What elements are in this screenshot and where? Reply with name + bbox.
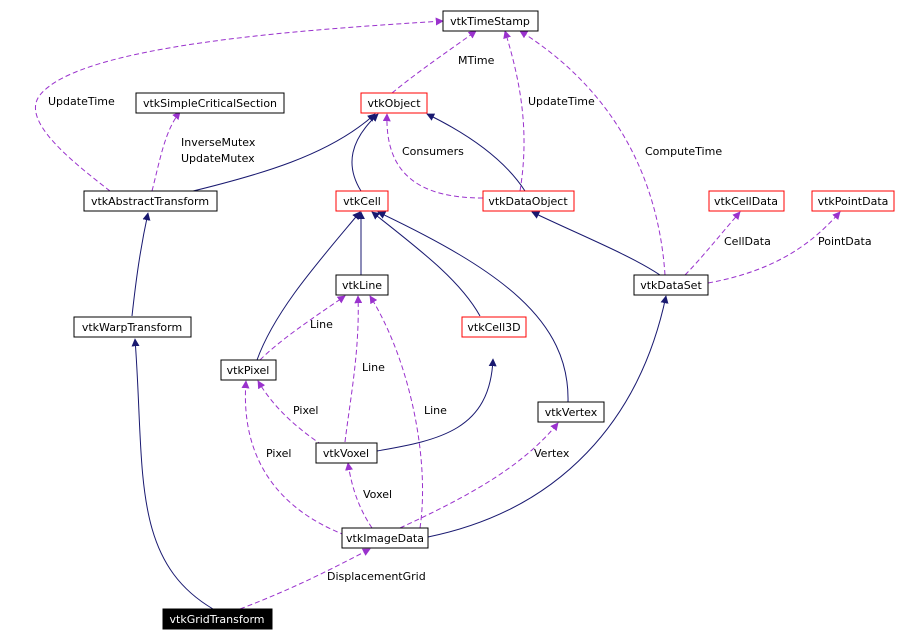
edge-dataset-pointdata	[707, 211, 841, 284]
edge-imagedata-vertex	[399, 422, 559, 529]
edge-label-line-voxel: Line	[362, 361, 385, 374]
edge-label-update-mutex: UpdateMutex	[181, 152, 255, 165]
node-vtkwarptransform[interactable]: vtkWarpTransform	[73, 316, 192, 338]
edge-abstracttransform-mutex-criticalsection	[151, 111, 181, 192]
edge-label-update-time-left: UpdateTime	[48, 95, 115, 108]
svg-text:vtkCell3D: vtkCell3D	[467, 321, 520, 334]
edge-label-pixel-imagedata: Pixel	[266, 447, 291, 460]
svg-text:vtkDataObject: vtkDataObject	[488, 195, 568, 208]
edge-dataobject-to-object	[426, 113, 526, 192]
edge-vertex-to-cell	[377, 211, 569, 403]
edge-label-line-pixel: Line	[310, 318, 333, 331]
svg-text:vtkDataSet: vtkDataSet	[640, 279, 702, 292]
edge-pixel-to-cell	[256, 211, 361, 361]
nodes-layer: vtkTimeStamp vtkSimpleCriticalSection vt…	[73, 10, 895, 630]
node-vtkpixel[interactable]: vtkPixel	[220, 359, 277, 381]
edge-object-mtime-timestamp	[391, 30, 477, 94]
edge-voxel-to-cell3d	[376, 358, 497, 452]
edge-label-displacement-grid: DisplacementGrid	[327, 570, 426, 583]
node-vtkcelldata[interactable]: vtkCellData	[708, 190, 785, 212]
svg-text:vtkTimeStamp: vtkTimeStamp	[450, 15, 530, 28]
edge-abstracttransform-updatetime-timestamp	[34, 17, 444, 192]
edge-label-compute-time: ComputeTime	[645, 145, 722, 158]
svg-text:vtkCellData: vtkCellData	[714, 195, 778, 208]
edge-label-update-time-dataobject: UpdateTime	[528, 95, 595, 108]
node-vtktimestamp[interactable]: vtkTimeStamp	[442, 10, 539, 32]
edge-cell3d-to-cell	[371, 211, 481, 317]
svg-text:vtkCell: vtkCell	[343, 195, 381, 208]
svg-text:vtkVertex: vtkVertex	[545, 406, 598, 419]
node-vtkcell3d[interactable]: vtkCell3D	[461, 316, 527, 338]
svg-text:vtkLine: vtkLine	[342, 279, 382, 292]
node-vtkimagedata[interactable]: vtkImageData	[341, 527, 429, 549]
svg-text:vtkWarpTransform: vtkWarpTransform	[82, 321, 182, 334]
edge-label-consumers: Consumers	[402, 145, 464, 158]
edge-cell-to-object	[351, 113, 379, 192]
node-vtksimplecriticalsection[interactable]: vtkSimpleCriticalSection	[135, 92, 285, 114]
edges-layer	[34, 17, 841, 610]
edge-dataset-to-dataobject	[531, 211, 661, 276]
edge-label-vertex: Vertex	[534, 447, 570, 460]
node-vtkcell[interactable]: vtkCell	[335, 190, 389, 212]
svg-text:vtkVoxel: vtkVoxel	[323, 447, 369, 460]
edge-label-line-imagedata: Line	[424, 404, 447, 417]
svg-text:vtkImageData: vtkImageData	[346, 532, 424, 545]
node-vtkabstracttransform[interactable]: vtkAbstractTransform	[83, 190, 218, 212]
node-vtkobject[interactable]: vtkObject	[360, 92, 428, 114]
edge-label-pixel-voxel: Pixel	[293, 404, 318, 417]
edge-label-inverse-mutex: InverseMutex	[181, 136, 256, 149]
edge-label-cell-data: CellData	[724, 235, 771, 248]
edge-gridtransform-to-warptransform	[131, 338, 214, 610]
edge-label-mtime: MTime	[458, 54, 495, 67]
edge-dataset-computetime-timestamp	[519, 30, 666, 276]
node-vtkvoxel[interactable]: vtkVoxel	[315, 442, 378, 464]
edge-abstracttransform-to-object	[184, 113, 376, 194]
edge-dataobject-updatetime-timestamp	[503, 30, 525, 192]
edge-dataobject-consumers-object	[382, 113, 484, 199]
svg-text:vtkPixel: vtkPixel	[227, 364, 270, 377]
edge-gridtransform-displacementgrid-imagedata	[239, 548, 371, 610]
node-vtkdataobject[interactable]: vtkDataObject	[482, 190, 575, 212]
node-vtkdataset[interactable]: vtkDataSet	[633, 274, 709, 296]
edge-dataset-celldata	[684, 211, 741, 276]
edge-label-point-data: PointData	[818, 235, 872, 248]
node-vtkpointdata[interactable]: vtkPointData	[811, 190, 895, 212]
edge-voxel-line	[344, 295, 363, 443]
edge-imagedata-voxel	[345, 462, 373, 529]
svg-text:vtkSimpleCriticalSection: vtkSimpleCriticalSection	[143, 97, 277, 110]
edge-voxel-pixel	[257, 380, 323, 446]
edge-labels-layer: MTime UpdateTime InverseMutex UpdateMute…	[48, 54, 872, 583]
node-vtkline[interactable]: vtkLine	[335, 274, 389, 296]
svg-text:vtkAbstractTransform: vtkAbstractTransform	[91, 195, 209, 208]
edge-label-voxel: Voxel	[363, 488, 392, 501]
edge-warptransform-to-abstracttransform	[131, 212, 151, 317]
node-vtkgridtransform[interactable]: vtkGridTransform	[162, 608, 273, 630]
edge-pixel-line	[259, 295, 346, 361]
edge-imagedata-line	[369, 295, 424, 529]
edge-imagedata-to-dataset	[427, 295, 669, 538]
svg-text:vtkObject: vtkObject	[367, 97, 421, 110]
svg-text:vtkGridTransform: vtkGridTransform	[170, 613, 265, 626]
edge-imagedata-pixel	[241, 380, 346, 536]
node-vtkvertex[interactable]: vtkVertex	[537, 401, 605, 423]
svg-text:vtkPointData: vtkPointData	[818, 195, 889, 208]
